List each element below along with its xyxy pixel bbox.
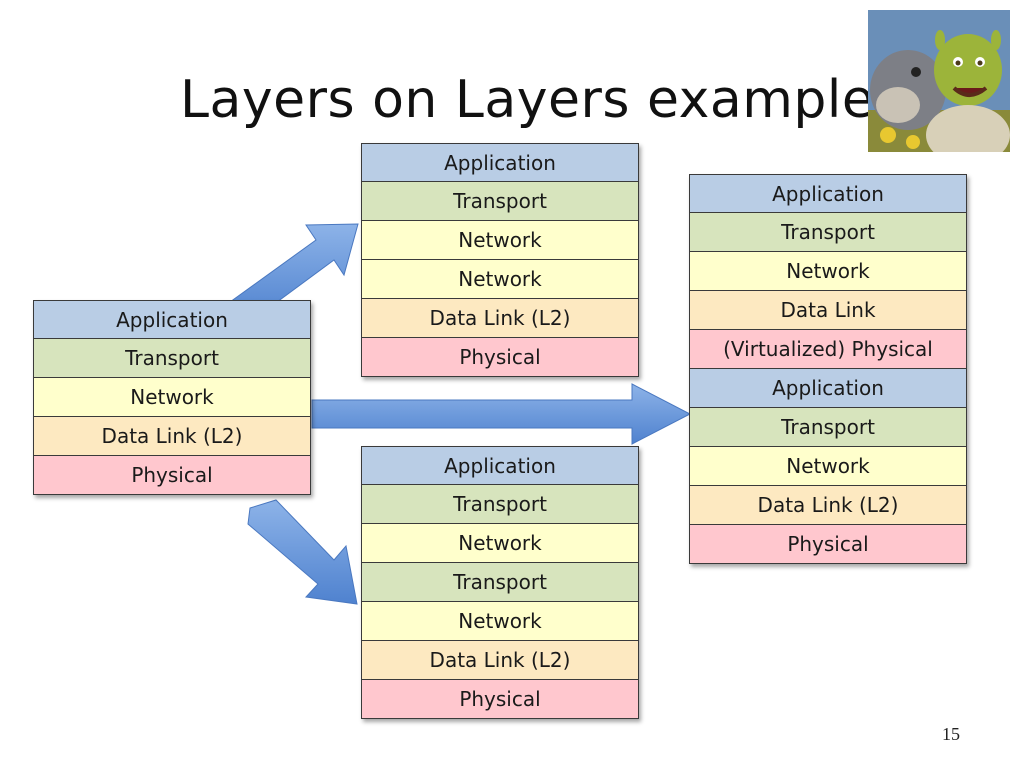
shrek-donkey-image (868, 10, 1010, 152)
arrow-to-right-stack (311, 383, 692, 445)
layer-network: Network (361, 221, 639, 260)
layer-network: Network (361, 260, 639, 299)
left-stack: Application Transport Network Data Link … (33, 300, 311, 495)
layer-data-link: Data Link (689, 291, 967, 330)
bottom-middle-stack: Application Transport Network Transport … (361, 446, 639, 719)
layer-network: Network (33, 378, 311, 417)
layer-application: Application (33, 300, 311, 339)
layer-physical: Physical (689, 525, 967, 564)
layer-network: Network (689, 252, 967, 291)
layer-network: Network (689, 447, 967, 486)
layer-transport: Transport (689, 408, 967, 447)
layer-transport: Transport (361, 182, 639, 221)
layer-transport: Transport (361, 563, 639, 602)
layer-transport: Transport (33, 339, 311, 378)
top-middle-stack: Application Transport Network Network Da… (361, 143, 639, 377)
layer-data-link: Data Link (L2) (689, 486, 967, 525)
layer-network: Network (361, 602, 639, 641)
layer-transport: Transport (689, 213, 967, 252)
layer-physical: Physical (361, 680, 639, 719)
layer-data-link: Data Link (L2) (33, 417, 311, 456)
layer-application: Application (689, 369, 967, 408)
layer-physical: Physical (361, 338, 639, 377)
layer-network: Network (361, 524, 639, 563)
layer-physical: Physical (33, 456, 311, 495)
layer-data-link: Data Link (L2) (361, 299, 639, 338)
layer-application: Application (361, 143, 639, 182)
layer-transport: Transport (361, 485, 639, 524)
page-number: 15 (942, 724, 960, 744)
right-stack: Application Transport Network Data Link … (689, 174, 967, 564)
arrow-to-bottom-stack (247, 499, 358, 605)
layer-application: Application (689, 174, 967, 213)
slide-title: Layers on Layers examples (180, 70, 902, 130)
layer-data-link: Data Link (L2) (361, 641, 639, 680)
layer-application: Application (361, 446, 639, 485)
layer-virtualized-physical: (Virtualized) Physical (689, 330, 967, 369)
